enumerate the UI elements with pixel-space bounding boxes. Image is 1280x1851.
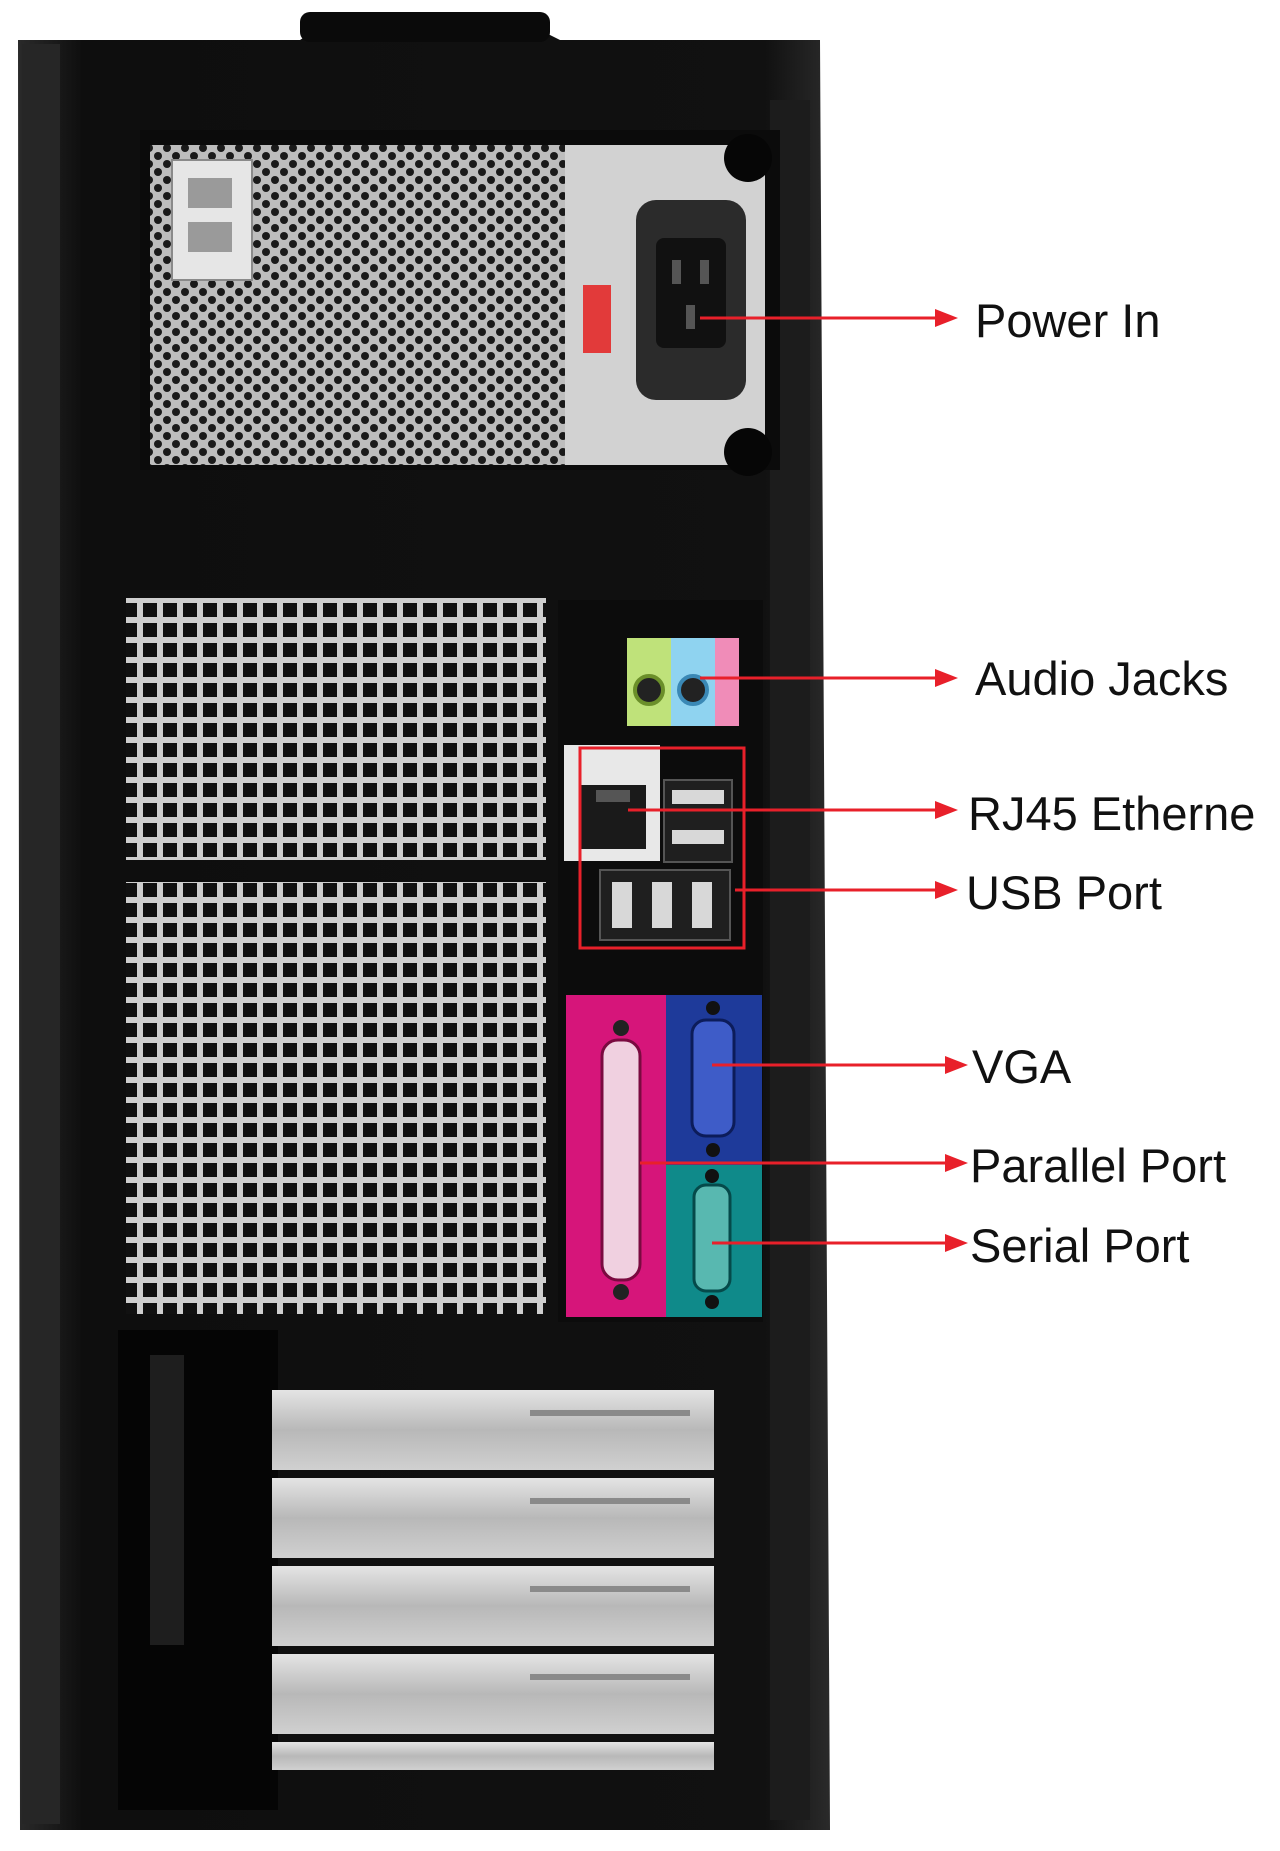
parallel-port xyxy=(566,995,666,1317)
power-supply-unit xyxy=(140,130,780,476)
vga-port xyxy=(666,995,762,1165)
arrowhead-usb xyxy=(935,881,958,899)
label-audio-jacks: Audio Jacks xyxy=(975,652,1229,705)
label-parallel-port: Parallel Port xyxy=(970,1139,1226,1192)
rj45-port xyxy=(564,745,660,861)
callout-arrows xyxy=(628,309,968,1252)
label-vga: VGA xyxy=(972,1040,1072,1093)
arrowhead-audio-jacks xyxy=(935,669,958,687)
arrowhead-power-in xyxy=(935,309,958,327)
label-usb-port: USB Port xyxy=(966,866,1162,919)
serial-port xyxy=(666,1165,762,1317)
fan-grilles xyxy=(126,598,546,1314)
voltage-switch xyxy=(583,285,611,353)
arrowhead-serial xyxy=(945,1234,968,1252)
label-serial-port: Serial Port xyxy=(970,1219,1190,1272)
arrowhead-parallel xyxy=(945,1154,968,1172)
arrowhead-vga xyxy=(945,1056,968,1074)
io-panel xyxy=(558,600,763,1322)
label-rj45-ethernet: RJ45 Etherne xyxy=(968,790,1256,837)
arrowhead-rj45 xyxy=(935,801,958,819)
audio-jacks xyxy=(627,638,739,726)
expansion-slots xyxy=(118,1330,714,1810)
usb-ports xyxy=(578,746,746,950)
label-power-in: Power In xyxy=(975,294,1161,347)
